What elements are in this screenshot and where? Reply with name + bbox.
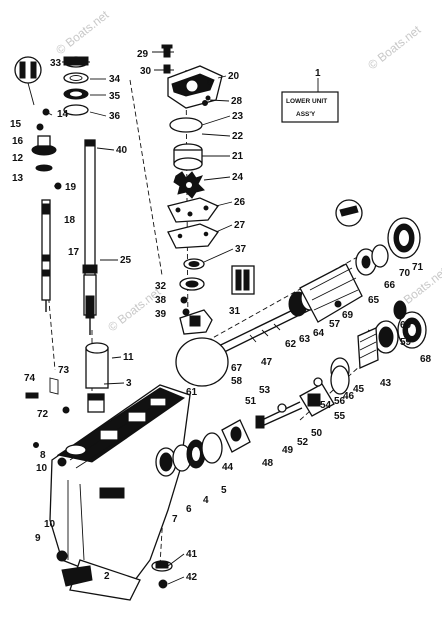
part-label-36: 36 <box>109 111 121 122</box>
part-label-16: 16 <box>12 136 24 147</box>
part-label-65: 65 <box>368 295 380 306</box>
part-label-61: 61 <box>186 387 198 398</box>
part-label-26: 26 <box>234 197 246 208</box>
part-label-22: 22 <box>232 131 244 142</box>
part-label-60: 60 <box>400 320 412 331</box>
water-pump-parts <box>161 44 223 270</box>
part-label-35: 35 <box>109 91 121 102</box>
part-label-38: 38 <box>155 295 167 306</box>
part-label-25: 25 <box>120 255 132 266</box>
part-label-71: 71 <box>412 262 424 273</box>
part-label-17: 17 <box>68 247 80 258</box>
part-label-43: 43 <box>380 378 392 389</box>
part-label-47: 47 <box>261 357 273 368</box>
part-label-51: 51 <box>245 396 257 407</box>
part-label-27: 27 <box>234 220 246 231</box>
shift-rod <box>41 199 51 312</box>
part-label-28: 28 <box>231 96 243 107</box>
part-label-2: 2 <box>104 571 110 582</box>
part-label-7: 7 <box>172 514 178 525</box>
part-label-41: 41 <box>186 549 198 560</box>
part-label-20: 20 <box>228 71 240 82</box>
part-label-74: 74 <box>24 373 36 384</box>
part-label-45: 45 <box>353 384 365 395</box>
part-label-5: 5 <box>221 485 227 496</box>
part-label-63: 63 <box>299 334 311 345</box>
part-label-59: 59 <box>400 337 412 348</box>
part-label-39: 39 <box>155 309 167 320</box>
part-label-24: 24 <box>232 172 244 183</box>
watermark-right: © Boats.net <box>365 22 424 72</box>
part-label-50: 50 <box>311 428 323 439</box>
shift-rod-seal-parts <box>179 265 255 335</box>
part-label-55: 55 <box>334 411 346 422</box>
part-label-57: 57 <box>329 319 341 330</box>
part-label-62: 62 <box>285 339 297 350</box>
part-label-11: 11 <box>123 352 134 363</box>
part-label-4: 4 <box>203 495 209 506</box>
part-label-21: 21 <box>232 151 244 162</box>
part-label-8: 8 <box>40 450 46 461</box>
part-label-37: 37 <box>235 244 247 255</box>
part-label-23: 23 <box>232 111 244 122</box>
part-label-12: 12 <box>12 153 24 164</box>
part-label-69: 69 <box>342 310 354 321</box>
lower-unit-assy-callout: 1 LOWER UNIT ASS'Y <box>281 68 339 123</box>
part-label-6: 6 <box>186 504 192 515</box>
callout-line1: LOWER UNIT <box>286 98 327 105</box>
part-label-64: 64 <box>313 328 325 339</box>
part-number-labels: 2 3 4 5 6 7 8 9 10 10 11 12 13 14 15 16 … <box>10 49 432 583</box>
part-label-10a: 10 <box>36 463 48 474</box>
part-label-53: 53 <box>259 385 271 396</box>
part-label-48: 48 <box>262 458 274 469</box>
part-label-30: 30 <box>140 66 152 77</box>
upper-left-parts <box>14 56 89 190</box>
part-label-67: 67 <box>231 363 243 374</box>
part-label-52: 52 <box>297 437 309 448</box>
part-label-72: 72 <box>37 409 49 420</box>
part-label-32: 32 <box>155 281 167 292</box>
part-label-44: 44 <box>222 462 234 473</box>
part-label-58: 58 <box>231 376 243 387</box>
clutch-parts <box>255 365 350 429</box>
part-label-68: 68 <box>420 354 432 365</box>
part-label-66: 66 <box>384 280 396 291</box>
part-label-56: 56 <box>334 396 346 407</box>
forward-gear-parts <box>330 300 427 383</box>
part-label-40: 40 <box>116 145 128 156</box>
part-label-14: 14 <box>57 109 69 120</box>
part-label-18: 18 <box>64 215 76 226</box>
part-label-3: 3 <box>126 378 132 389</box>
watermark-top: © Boats.net <box>53 7 112 57</box>
shift-linkage-parts <box>25 377 70 448</box>
part-label-54: 54 <box>320 400 332 411</box>
part-label-29: 29 <box>137 49 149 60</box>
part-label-49: 49 <box>282 445 294 456</box>
middle-gear-parts <box>85 342 251 589</box>
part-label-70: 70 <box>399 268 411 279</box>
part-label-9: 9 <box>35 533 41 544</box>
part-label-19: 19 <box>65 182 77 193</box>
leader-lines <box>62 51 234 585</box>
part-label-15: 15 <box>10 119 22 130</box>
part-label-33: 33 <box>50 58 62 69</box>
gearcase-housing <box>49 384 191 601</box>
part-label-1: 1 <box>315 68 321 79</box>
part-label-46: 46 <box>343 391 355 402</box>
propeller-shaft-assembly <box>175 199 421 387</box>
callout-line2: ASS'Y <box>296 111 316 118</box>
part-label-13: 13 <box>12 173 24 184</box>
drive-shaft <box>82 139 98 335</box>
part-label-10b: 10 <box>44 519 56 530</box>
part-label-73: 73 <box>58 365 70 376</box>
part-label-31: 31 <box>229 306 241 317</box>
part-label-34: 34 <box>109 74 121 85</box>
part-label-42: 42 <box>186 572 198 583</box>
